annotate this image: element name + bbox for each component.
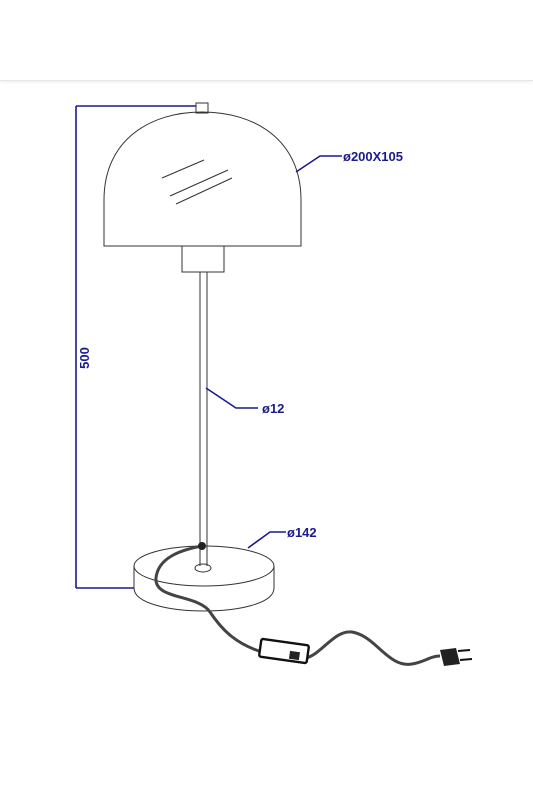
height-dimension bbox=[75, 105, 196, 589]
stem-leader bbox=[205, 387, 258, 409]
shade-leader bbox=[295, 155, 342, 173]
base-leader bbox=[247, 531, 286, 549]
height-label: 500 bbox=[77, 347, 92, 369]
lamp-shade bbox=[103, 102, 302, 247]
cable-entry bbox=[198, 542, 206, 550]
lamp-socket bbox=[181, 245, 225, 273]
stem-dimension-label: ø12 bbox=[262, 401, 284, 416]
base-dimension-label: ø142 bbox=[287, 525, 317, 540]
inline-switch-icon bbox=[258, 637, 310, 665]
top-bar bbox=[0, 0, 533, 81]
power-cable bbox=[154, 544, 263, 654]
shade-dimension-label: ø200X105 bbox=[343, 149, 403, 164]
lamp-stem bbox=[199, 272, 208, 566]
plug-icon bbox=[440, 648, 473, 666]
power-cable-2 bbox=[305, 630, 441, 666]
